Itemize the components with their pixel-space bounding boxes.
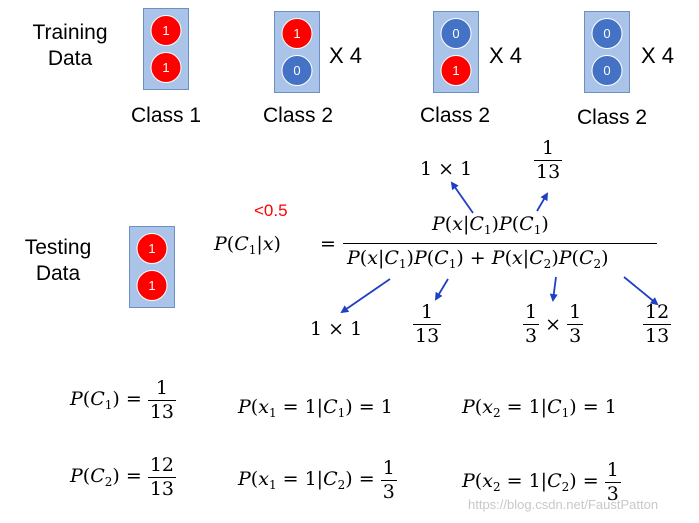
annotation-likelihood: 1 × 1	[420, 158, 473, 180]
fraction: 12 13	[147, 454, 177, 500]
training-sample-3: 0 1	[433, 11, 479, 93]
threshold-note: <0.5	[254, 201, 288, 220]
annotation-d: 12 13	[643, 301, 672, 347]
feature-ball: 1	[136, 233, 168, 264]
arrow	[549, 276, 558, 302]
likelihood-x2-c2: P(x2 = 1|C2) = 1 3	[462, 459, 621, 505]
testing-sample: 1 1	[129, 226, 175, 308]
prior-c2: P(C2) = 12 13	[70, 454, 177, 500]
feature-ball: 0	[440, 18, 472, 49]
likelihood-x1-c2: P(x1 = 1|C2) = 1 3	[238, 457, 397, 503]
multiplier: X 4	[641, 43, 675, 68]
arrow	[450, 181, 474, 214]
arrow	[623, 276, 659, 306]
likelihood-x1-c1: P(x1 = 1|C1) = 1	[238, 396, 393, 420]
training-sample-4: 0 0	[584, 11, 630, 93]
multiplier: X 4	[329, 43, 363, 68]
feature-ball: 1	[136, 270, 168, 301]
testing-data-label: Testing Data	[24, 236, 92, 286]
training-sample-2: 1 0	[274, 11, 320, 93]
fraction: 1 3	[567, 301, 584, 347]
posterior-lhs: P(C1|x)	[214, 233, 281, 257]
fraction: 12 13	[643, 301, 672, 347]
class-label: Class 1	[130, 104, 202, 127]
posterior-numerator: P(x|C1)P(C1)	[432, 213, 549, 237]
fraction: 1 13	[147, 377, 177, 423]
class-label: Class 2	[576, 106, 648, 129]
multiplier: X 4	[489, 43, 523, 68]
training-data-label: Training Data	[32, 21, 108, 71]
feature-ball: 0	[591, 55, 623, 86]
feature-ball: 0	[281, 55, 313, 86]
annotation-c: 1 3 × 1 3	[523, 301, 584, 347]
fraction: 1 3	[604, 459, 621, 505]
fraction: 1 3	[523, 301, 540, 347]
class-label: Class 2	[419, 104, 491, 127]
posterior-denominator: P(x|C1)P(C1) + P(x|C2)P(C2)	[347, 247, 609, 271]
feature-ball: 0	[591, 18, 623, 49]
arrow	[340, 278, 391, 314]
arrow	[536, 192, 549, 212]
likelihood-x2-c1: P(x2 = 1|C1) = 1	[462, 396, 617, 420]
fraction: 1 3	[380, 457, 397, 503]
equals-sign: =	[320, 233, 336, 255]
training-sample-1: 1 1	[143, 8, 189, 90]
fraction-bar	[343, 243, 657, 244]
annotation-prior: 1 13	[534, 137, 563, 183]
watermark: https://blog.csdn.net/FaustPatton	[468, 497, 659, 512]
arrow	[434, 278, 449, 301]
feature-ball: 1	[150, 52, 182, 83]
prior-c1: P(C1) = 1 13	[70, 377, 177, 423]
class-label: Class 2	[262, 104, 334, 127]
feature-ball: 1	[440, 55, 472, 86]
feature-ball: 1	[281, 18, 313, 49]
fraction: 1 13	[413, 301, 442, 347]
fraction: 1 13	[534, 137, 563, 183]
annotation-a: 1 × 1	[310, 318, 363, 340]
annotation-b: 1 13	[413, 301, 442, 347]
feature-ball: 1	[150, 15, 182, 46]
